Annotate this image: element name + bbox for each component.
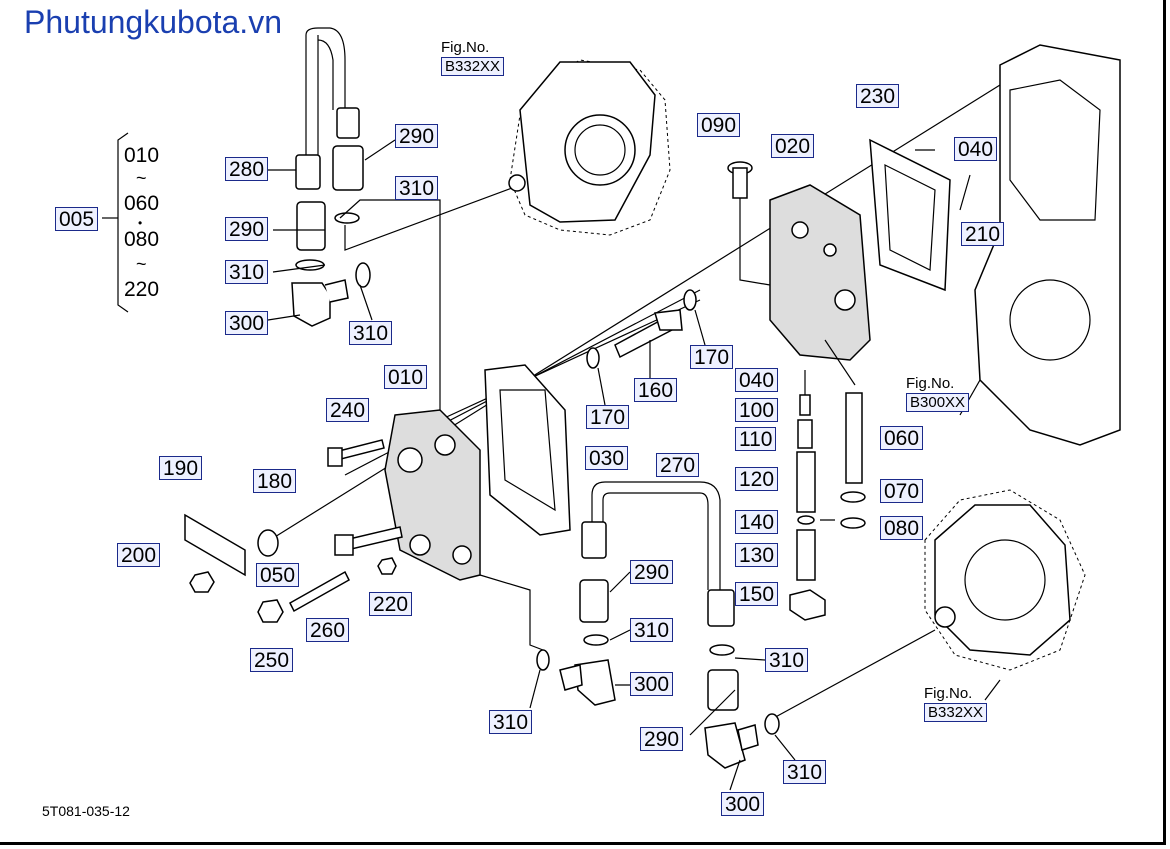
callout-290[interactable]: 290	[395, 124, 439, 148]
range-dot: •	[138, 216, 143, 230]
valve-cover-020	[769, 184, 871, 361]
elbow-lower-right	[704, 722, 746, 769]
callout-030[interactable]: 030	[585, 446, 629, 470]
watermark-text: Phutungkubota.vn	[24, 4, 282, 40]
callout-290[interactable]: 290	[225, 217, 269, 241]
fig-ref-b332-top[interactable]: Fig.No. B332XX	[441, 38, 505, 76]
range-item-060: 060	[124, 192, 160, 215]
callout-120[interactable]: 120	[735, 467, 779, 491]
spring-110	[797, 419, 813, 449]
range-item-220: 220	[124, 278, 160, 301]
callout-310[interactable]: 310	[630, 618, 674, 642]
callout-140[interactable]: 140	[735, 510, 779, 534]
callout-310[interactable]: 310	[349, 321, 393, 345]
callout-130[interactable]: 130	[735, 543, 779, 567]
callout-280[interactable]: 280	[225, 157, 269, 181]
callout-260[interactable]: 260	[306, 618, 350, 642]
fig-ref-b300[interactable]: Fig.No. B300XX	[906, 374, 970, 412]
range-tilde-1: ~	[136, 168, 147, 188]
range-tilde-2: ~	[136, 254, 147, 274]
housing-bottom	[934, 504, 1071, 656]
callout-100[interactable]: 100	[735, 398, 779, 422]
callout-310[interactable]: 310	[225, 260, 269, 284]
callout-160[interactable]: 160	[634, 378, 678, 402]
nipple-upper	[332, 145, 364, 191]
callout-210[interactable]: 210	[961, 222, 1005, 246]
callout-080[interactable]: 080	[880, 516, 924, 540]
callout-310[interactable]: 310	[395, 176, 439, 200]
gasket-030	[484, 364, 571, 536]
callout-070[interactable]: 070	[880, 479, 924, 503]
housing-b300	[974, 44, 1121, 446]
callout-090[interactable]: 090	[697, 113, 741, 137]
callout-010[interactable]: 010	[384, 365, 428, 389]
plate-190	[184, 513, 246, 577]
gasket-230	[869, 138, 951, 292]
elbow-upper	[291, 282, 331, 327]
range-item-010: 010	[124, 144, 160, 167]
callout-300[interactable]: 300	[225, 311, 269, 335]
callout-170[interactable]: 170	[586, 405, 630, 429]
callout-250[interactable]: 250	[250, 648, 294, 672]
callout-310[interactable]: 310	[765, 648, 809, 672]
callout-220[interactable]: 220	[369, 592, 413, 616]
fig-ref-b332-bottom[interactable]: Fig.No. B332XX	[924, 684, 988, 722]
callout-300[interactable]: 300	[721, 792, 765, 816]
callout-005[interactable]: 005	[55, 207, 99, 231]
callout-040[interactable]: 040	[954, 137, 998, 161]
spring-120	[796, 451, 816, 513]
range-item-080: 080	[124, 228, 160, 251]
callout-170[interactable]: 170	[690, 345, 734, 369]
pipe-fitting-upper	[295, 154, 321, 190]
piston-060	[845, 392, 863, 484]
callout-290[interactable]: 290	[630, 560, 674, 584]
callout-110[interactable]: 110	[735, 427, 777, 451]
callout-150[interactable]: 150	[735, 582, 779, 606]
diagram-code: 5T081-035-12	[42, 803, 130, 819]
callout-040[interactable]: 040	[735, 368, 779, 392]
callout-310[interactable]: 310	[783, 760, 827, 784]
callout-020[interactable]: 020	[771, 134, 815, 158]
callout-200[interactable]: 200	[117, 543, 161, 567]
callout-060[interactable]: 060	[880, 426, 924, 450]
callout-300[interactable]: 300	[630, 672, 674, 696]
callout-190[interactable]: 190	[159, 456, 203, 480]
range-bracket	[117, 132, 129, 313]
callout-050[interactable]: 050	[256, 563, 300, 587]
callout-310[interactable]: 310	[489, 710, 533, 734]
callout-240[interactable]: 240	[326, 398, 370, 422]
callout-230[interactable]: 230	[856, 84, 900, 108]
callout-180[interactable]: 180	[253, 469, 297, 493]
callout-270[interactable]: 270	[656, 453, 700, 477]
plug-130	[796, 529, 816, 581]
callout-290[interactable]: 290	[640, 727, 684, 751]
